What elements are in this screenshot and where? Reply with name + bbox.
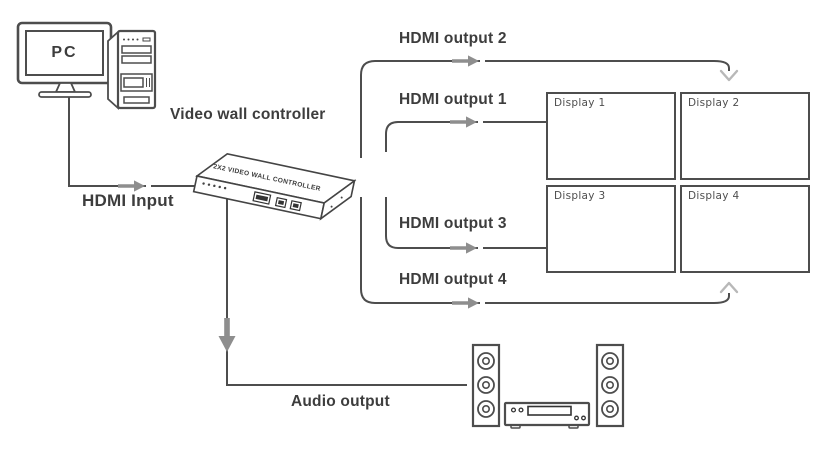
- controller-title: Video wall controller: [170, 106, 326, 123]
- hdmi-output-3-line: [385, 197, 546, 249]
- hdmi-output-1-arrow-icon: [450, 116, 483, 128]
- display-2: Display 2: [680, 92, 810, 180]
- display-4: Display 4: [680, 185, 810, 273]
- speaker-right-icon: [595, 343, 625, 428]
- hdmi-output-2-line: [360, 60, 730, 158]
- display-4-label: Display 4: [688, 190, 740, 202]
- pc-monitor-icon: [16, 21, 113, 98]
- hdmi-output-4-arrow-icon: [452, 297, 485, 309]
- hdmi-output-4-label: HDMI output 4: [399, 271, 507, 288]
- hdmi-output-2-label: HDMI output 2: [399, 30, 507, 47]
- hdmi-output-4-line: [360, 197, 730, 304]
- controller-ports: [252, 191, 302, 212]
- audio-output-line: [226, 198, 467, 386]
- display-2-label: Display 2: [688, 97, 740, 109]
- amplifier-icon: [503, 401, 591, 429]
- display-1-label: Display 1: [554, 97, 606, 109]
- display-3-label: Display 3: [554, 190, 606, 202]
- speaker-left-icon: [471, 343, 501, 428]
- hdmi-input-label: HDMI Input: [82, 191, 174, 210]
- controller-led-indicators: [202, 182, 227, 190]
- hdmi-output-3-arrow-icon: [450, 242, 483, 254]
- audio-down-arrow-icon: [218, 318, 236, 352]
- display-1: Display 1: [546, 92, 676, 180]
- hdmi-input-arrow-icon: [118, 180, 151, 192]
- controller-device-icon: 2X2 VIDEO WALL CONTROLLER: [192, 152, 357, 221]
- hdmi-output-1-label: HDMI output 1: [399, 91, 507, 108]
- tower-buttons: [123, 37, 151, 42]
- hdmi-output-3-label: HDMI output 3: [399, 215, 507, 232]
- hdmi-output-2-arrow-icon: [452, 55, 485, 67]
- display-3: Display 3: [546, 185, 676, 273]
- hdmi-output-1-line: [385, 121, 546, 152]
- display-wall: Display 1 Display 2 Display 3 Display 4: [546, 92, 810, 273]
- pc-label: PC: [51, 44, 78, 61]
- audio-output-label: Audio output: [291, 393, 390, 410]
- pc-tower-icon: [107, 29, 157, 111]
- chevron-down-arrow-icon: [719, 69, 739, 82]
- hdmi-input-line: [68, 97, 198, 187]
- chevron-up-arrow-icon: [719, 281, 739, 294]
